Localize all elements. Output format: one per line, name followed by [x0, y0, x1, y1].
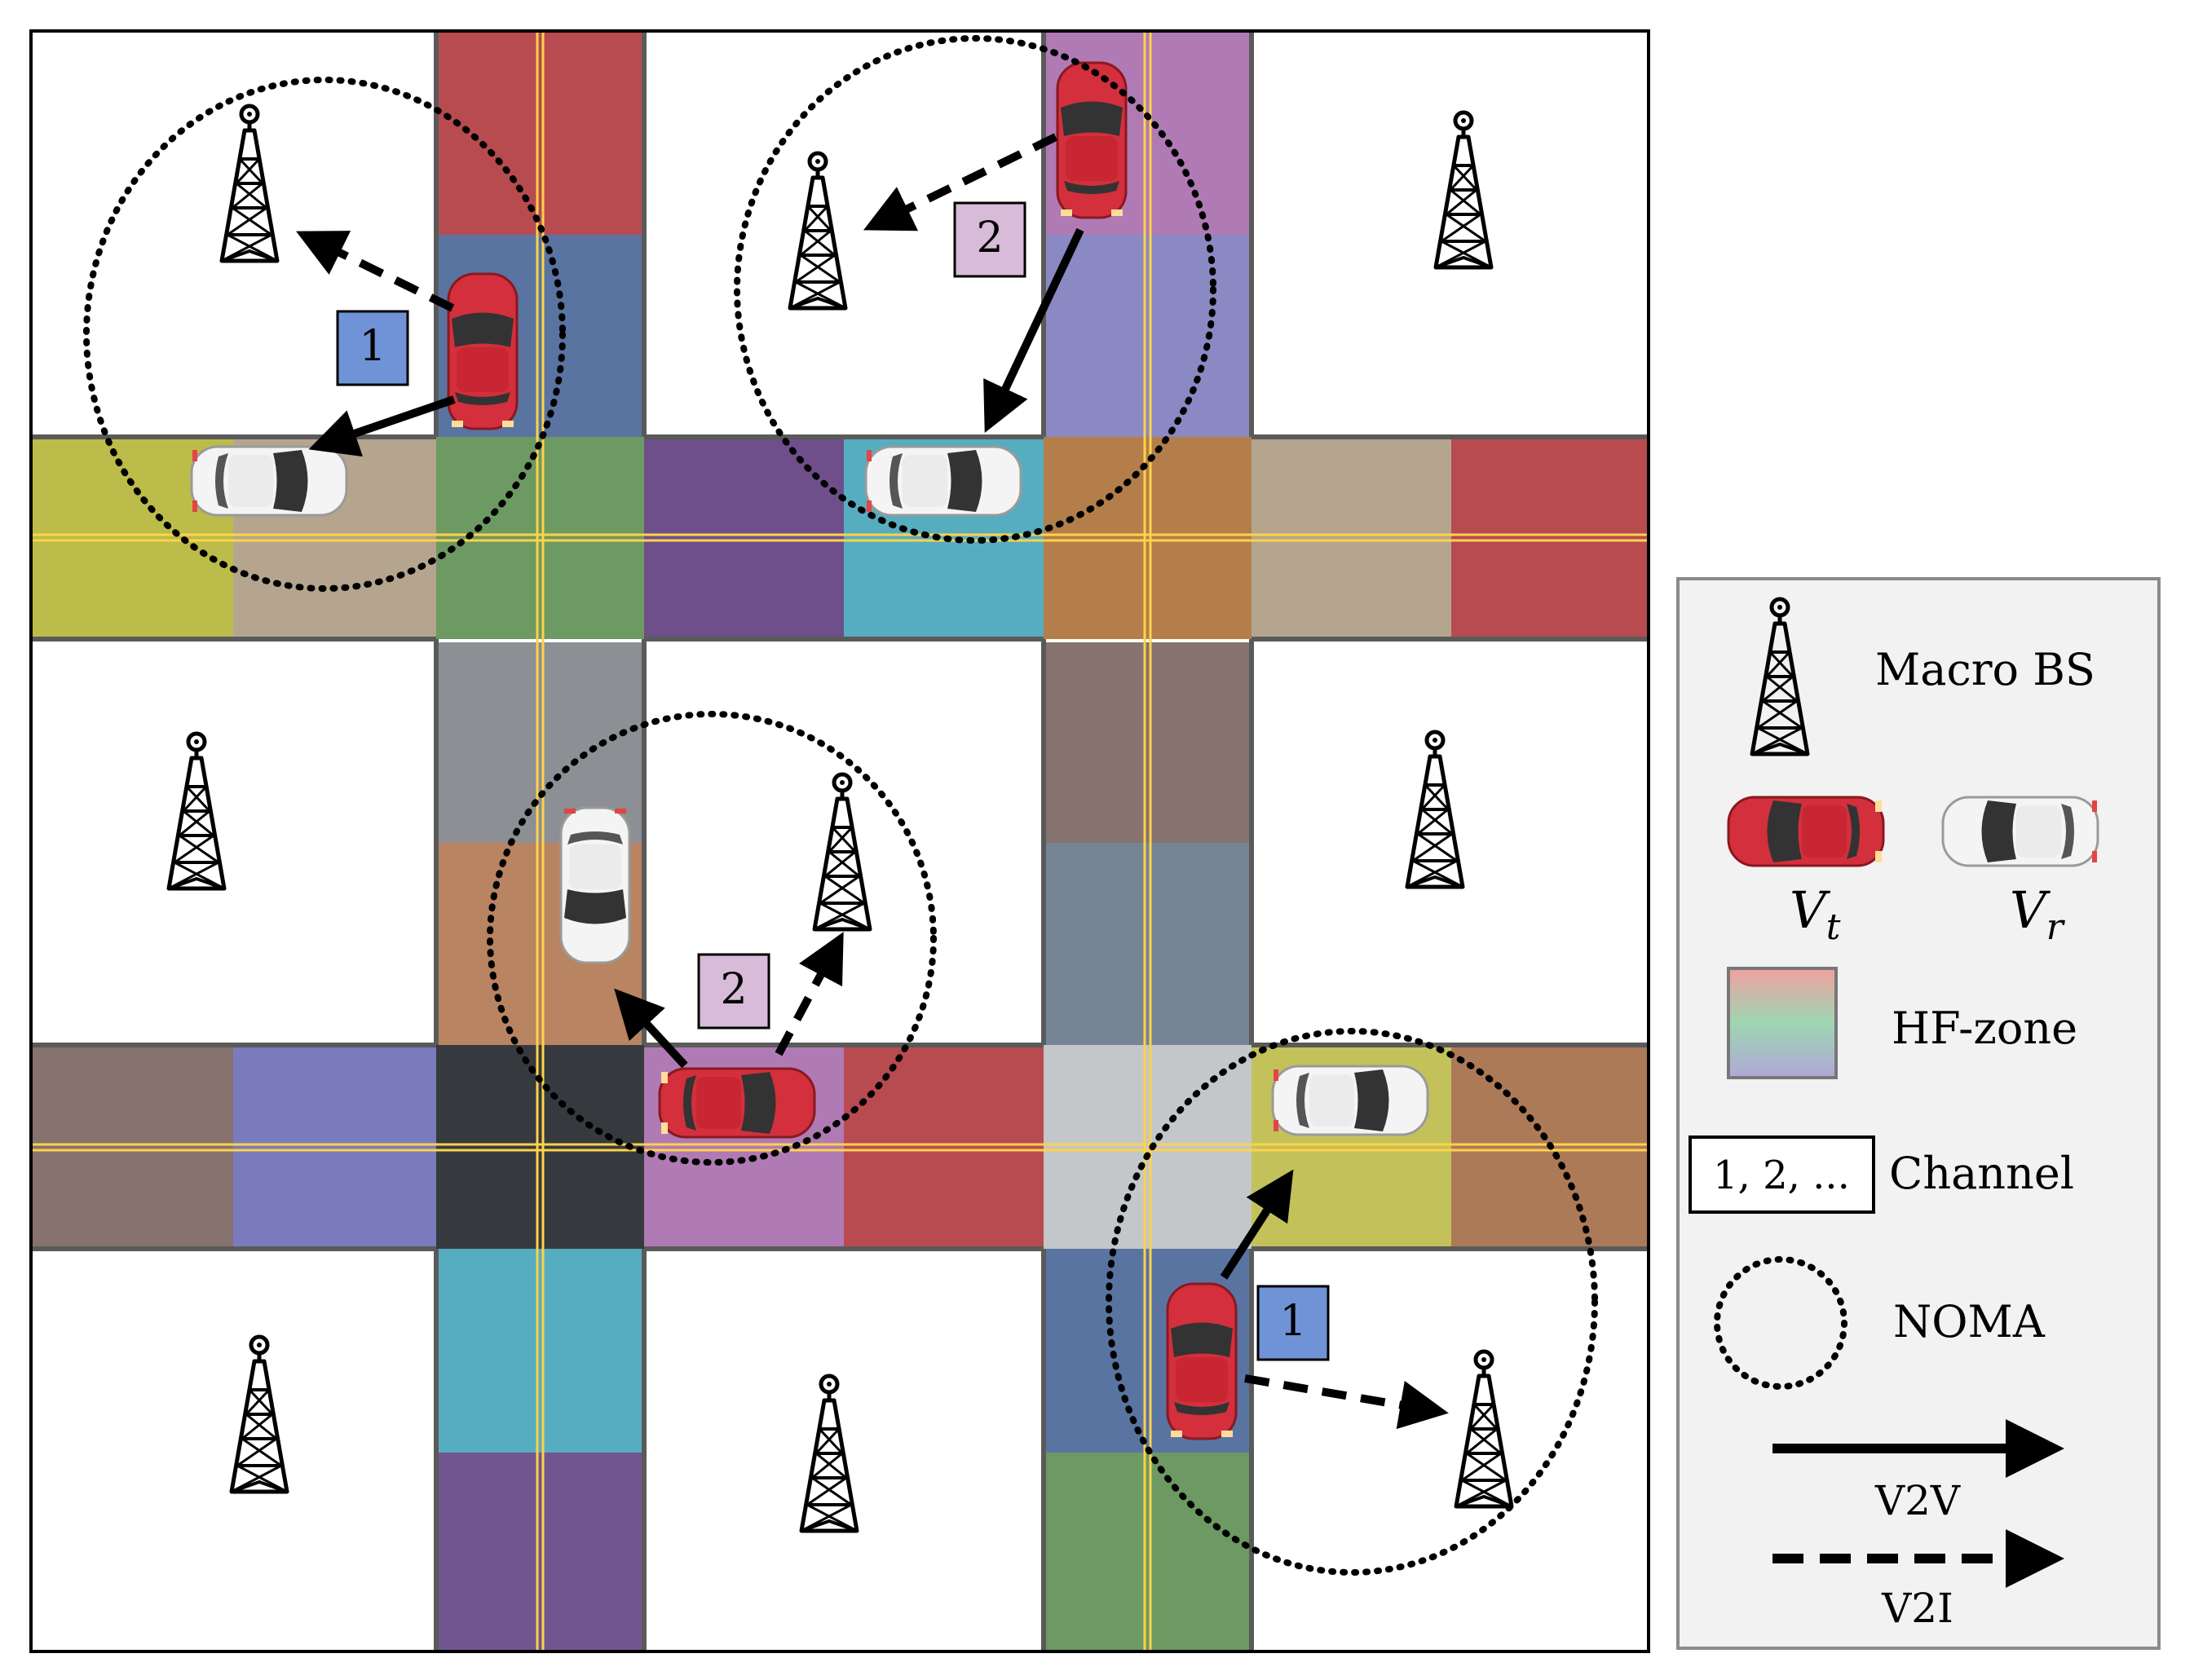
- legend-vr-label: Vr: [2010, 880, 2066, 948]
- channel-badge-br: 1: [1256, 1285, 1330, 1361]
- noma-circles: [83, 35, 1598, 1576]
- legend-channel-box: [1689, 1135, 1875, 1214]
- legend-channel-label: Channel: [1889, 1148, 2074, 1199]
- legend-vt-label: Vt: [1790, 880, 1841, 948]
- rx-vehicle-icon: [864, 445, 1022, 517]
- rx-vehicle-icon: [559, 806, 631, 964]
- legend-noma-label: NOMA: [1893, 1296, 2046, 1347]
- legend-noma-circle-icon: [1714, 1256, 1847, 1390]
- rx-vehicle-icon: [190, 445, 348, 517]
- channel-badge-label: 1: [359, 322, 386, 371]
- channel-badge-mc: 2: [697, 953, 770, 1030]
- legend-hf-zone-swatch-icon: [1727, 967, 1838, 1079]
- tx-vehicle-icon: [447, 272, 519, 430]
- legend: Macro BS Vt Vr HF-zone 1, 2, ... Channel…: [1676, 577, 2161, 1650]
- channel-badge-label: 2: [976, 214, 1003, 262]
- legend-rx-car-icon: [1941, 796, 2099, 867]
- channel-badge-tl: 1: [336, 310, 409, 386]
- links: [296, 133, 1449, 1430]
- tx-vehicle-icon: [658, 1067, 816, 1139]
- legend-macro-bs-label: Macro BS: [1875, 644, 2095, 695]
- legend-v2i-label: V2I: [1881, 1585, 1953, 1632]
- channel-badge-tc: 2: [953, 201, 1026, 278]
- channel-badge-label: 1: [1279, 1297, 1306, 1346]
- legend-tx-car-icon: [1727, 796, 1885, 867]
- road-map: [29, 29, 1650, 1653]
- legend-channel-box-label: 1, 2, ...: [1713, 1153, 1850, 1198]
- channel-badge-label: 2: [720, 965, 747, 1014]
- legend-v2v-label: V2V: [1874, 1477, 1961, 1524]
- rx-vehicle-icon: [1271, 1065, 1429, 1136]
- tx-vehicle-icon: [1166, 1282, 1238, 1440]
- legend-hf-zone-label: HF-zone: [1892, 1003, 2077, 1054]
